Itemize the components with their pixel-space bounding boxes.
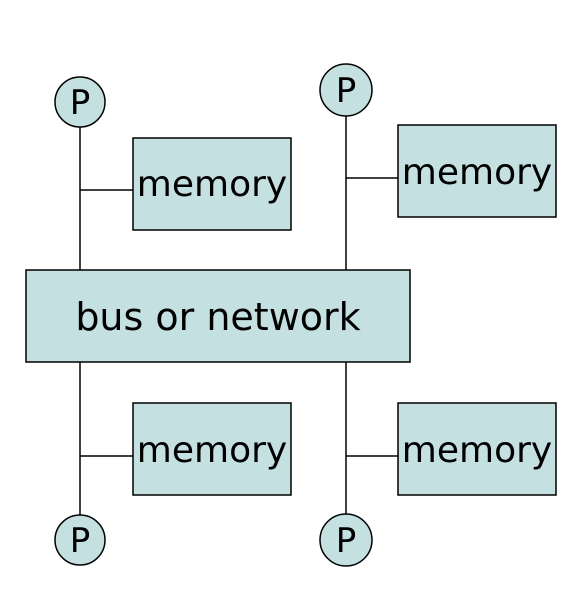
processor-label: P <box>336 71 357 111</box>
processor-circle <box>319 513 373 567</box>
memory-box <box>397 402 557 496</box>
memory-node-4: memory <box>397 402 557 496</box>
processor-node-1: P <box>54 76 106 128</box>
bus-box <box>25 269 411 363</box>
memory-box <box>397 124 557 218</box>
memory-label: memory <box>402 430 552 471</box>
processor-circle <box>54 514 106 566</box>
memory-label: memory <box>137 430 287 471</box>
memory-label: memory <box>137 164 287 205</box>
processor-node-3: P <box>54 514 106 566</box>
memory-node-1: memory <box>132 137 292 231</box>
memory-node-2: memory <box>397 124 557 218</box>
bus-label: bus or network <box>75 295 360 339</box>
memory-node-3: memory <box>132 402 292 496</box>
processor-label: P <box>336 521 357 561</box>
memory-box <box>132 137 292 231</box>
memory-box <box>132 402 292 496</box>
processor-circle <box>319 63 373 117</box>
processor-label: P <box>70 521 91 561</box>
processor-node-2: P <box>319 63 373 117</box>
memory-label: memory <box>402 152 552 193</box>
connectors <box>79 116 398 515</box>
processor-label: P <box>70 83 91 123</box>
processor-node-4: P <box>319 513 373 567</box>
bus-node: bus or network <box>25 269 411 363</box>
processor-circle <box>54 76 106 128</box>
